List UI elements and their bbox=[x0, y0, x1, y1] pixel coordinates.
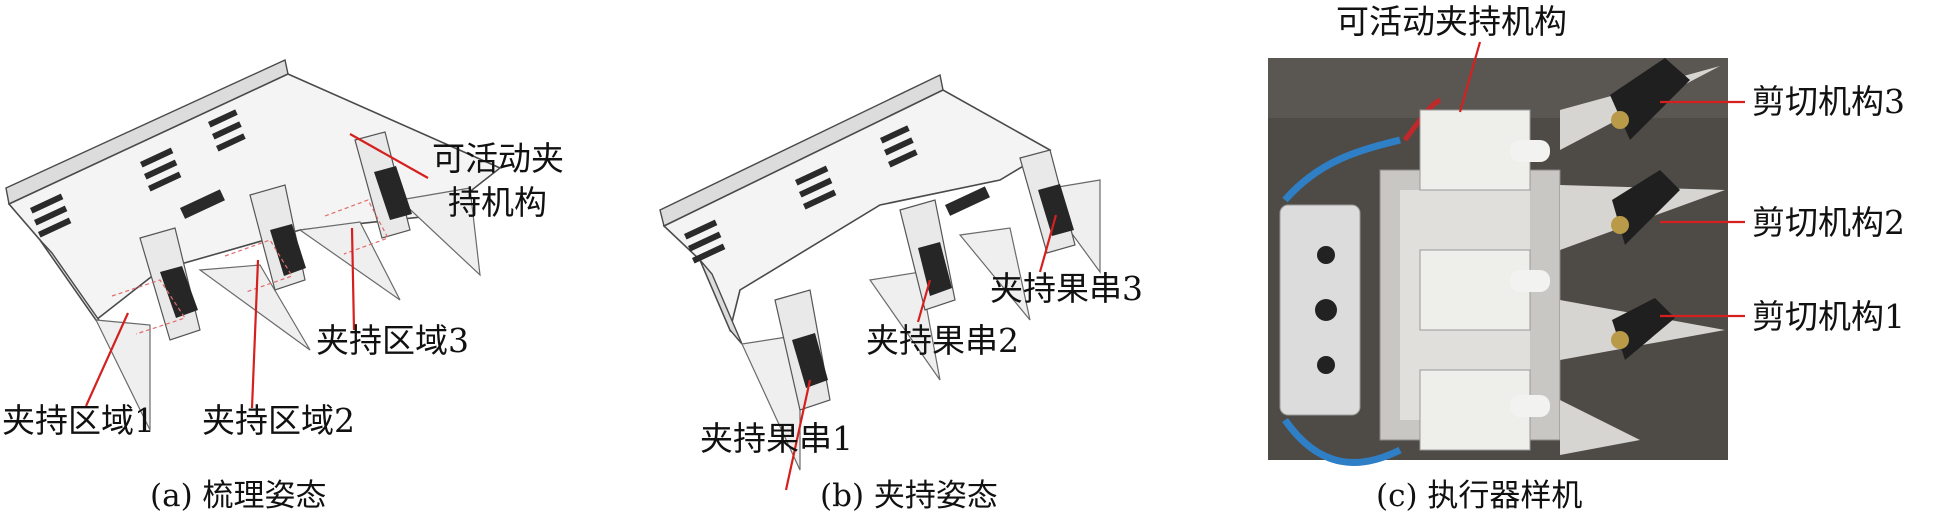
panel-b-label-bunch3: 夹持果串3 bbox=[990, 269, 1143, 308]
panel-b-leader-bunch2 bbox=[916, 279, 932, 323]
panel-a-tine-4 bbox=[398, 187, 481, 277]
panel-a-clamp-3 bbox=[354, 131, 412, 239]
panel-b-clamp-2 bbox=[899, 199, 956, 311]
panel-c-photo bbox=[1268, 58, 1728, 466]
panel-a-clamp-1 bbox=[139, 227, 201, 341]
panel-a-zone-outlines bbox=[111, 199, 389, 335]
panel-c-label-cutter1: 剪切机构1 bbox=[1752, 297, 1905, 336]
panel-c-label-cutter2: 剪切机构2 bbox=[1752, 203, 1905, 242]
panel-a-label-zone3: 夹持区域3 bbox=[316, 321, 469, 360]
panel-c-clamp-mid bbox=[1419, 249, 1531, 331]
panel-c-label-movable: 可活动夹持机构 bbox=[1336, 2, 1567, 41]
panel-b-label-bunch1: 夹持果串1 bbox=[700, 419, 853, 458]
panel-c-label-cutter3: 剪切机构3 bbox=[1752, 82, 1905, 121]
panel-a-label-zone2: 夹持区域2 bbox=[202, 401, 355, 440]
panel-b-slots bbox=[683, 125, 990, 264]
panel-a-drawing bbox=[5, 58, 502, 431]
panel-b-caption: (b) 夹持姿态 bbox=[820, 478, 998, 514]
panel-a-leader-zone2 bbox=[250, 259, 260, 409]
panel-a-caption: (a) 梳理姿态 bbox=[150, 478, 327, 514]
panel-a-label-zone1: 夹持区域1 bbox=[2, 401, 155, 440]
panel-c-caption: (c) 执行器样机 bbox=[1376, 478, 1582, 514]
panel-b-label-bunch2: 夹持果串2 bbox=[866, 321, 1019, 360]
panel-a-label-movable-line1: 可活动夹 bbox=[432, 139, 564, 178]
panel-c-leader-movable bbox=[1458, 41, 1482, 113]
panel-b-clamp-1 bbox=[774, 289, 831, 411]
panel-b-tine-3 bbox=[958, 227, 1031, 321]
panel-a-label-movable-line2: 持机构 bbox=[448, 183, 547, 222]
panel-a-slots bbox=[30, 109, 246, 238]
panel-b-clamp-3 bbox=[1019, 149, 1076, 254]
panel-a-leader-zone3 bbox=[350, 227, 356, 331]
panel-a-leader-zone1 bbox=[84, 312, 130, 407]
panel-b-drawing bbox=[659, 73, 1101, 471]
panel-b-leader-bunch3 bbox=[1038, 214, 1058, 273]
panel-c-blade-2 bbox=[1612, 170, 1680, 245]
panel-c-tine-bottom bbox=[1560, 400, 1640, 455]
panel-b-leader-bunch1 bbox=[784, 379, 812, 491]
panel-a-tine-3 bbox=[298, 221, 401, 301]
panel-a-leader-movable bbox=[349, 133, 429, 179]
panel-c-blade-3 bbox=[1610, 58, 1690, 140]
panel-a-clamp-2 bbox=[249, 184, 306, 291]
